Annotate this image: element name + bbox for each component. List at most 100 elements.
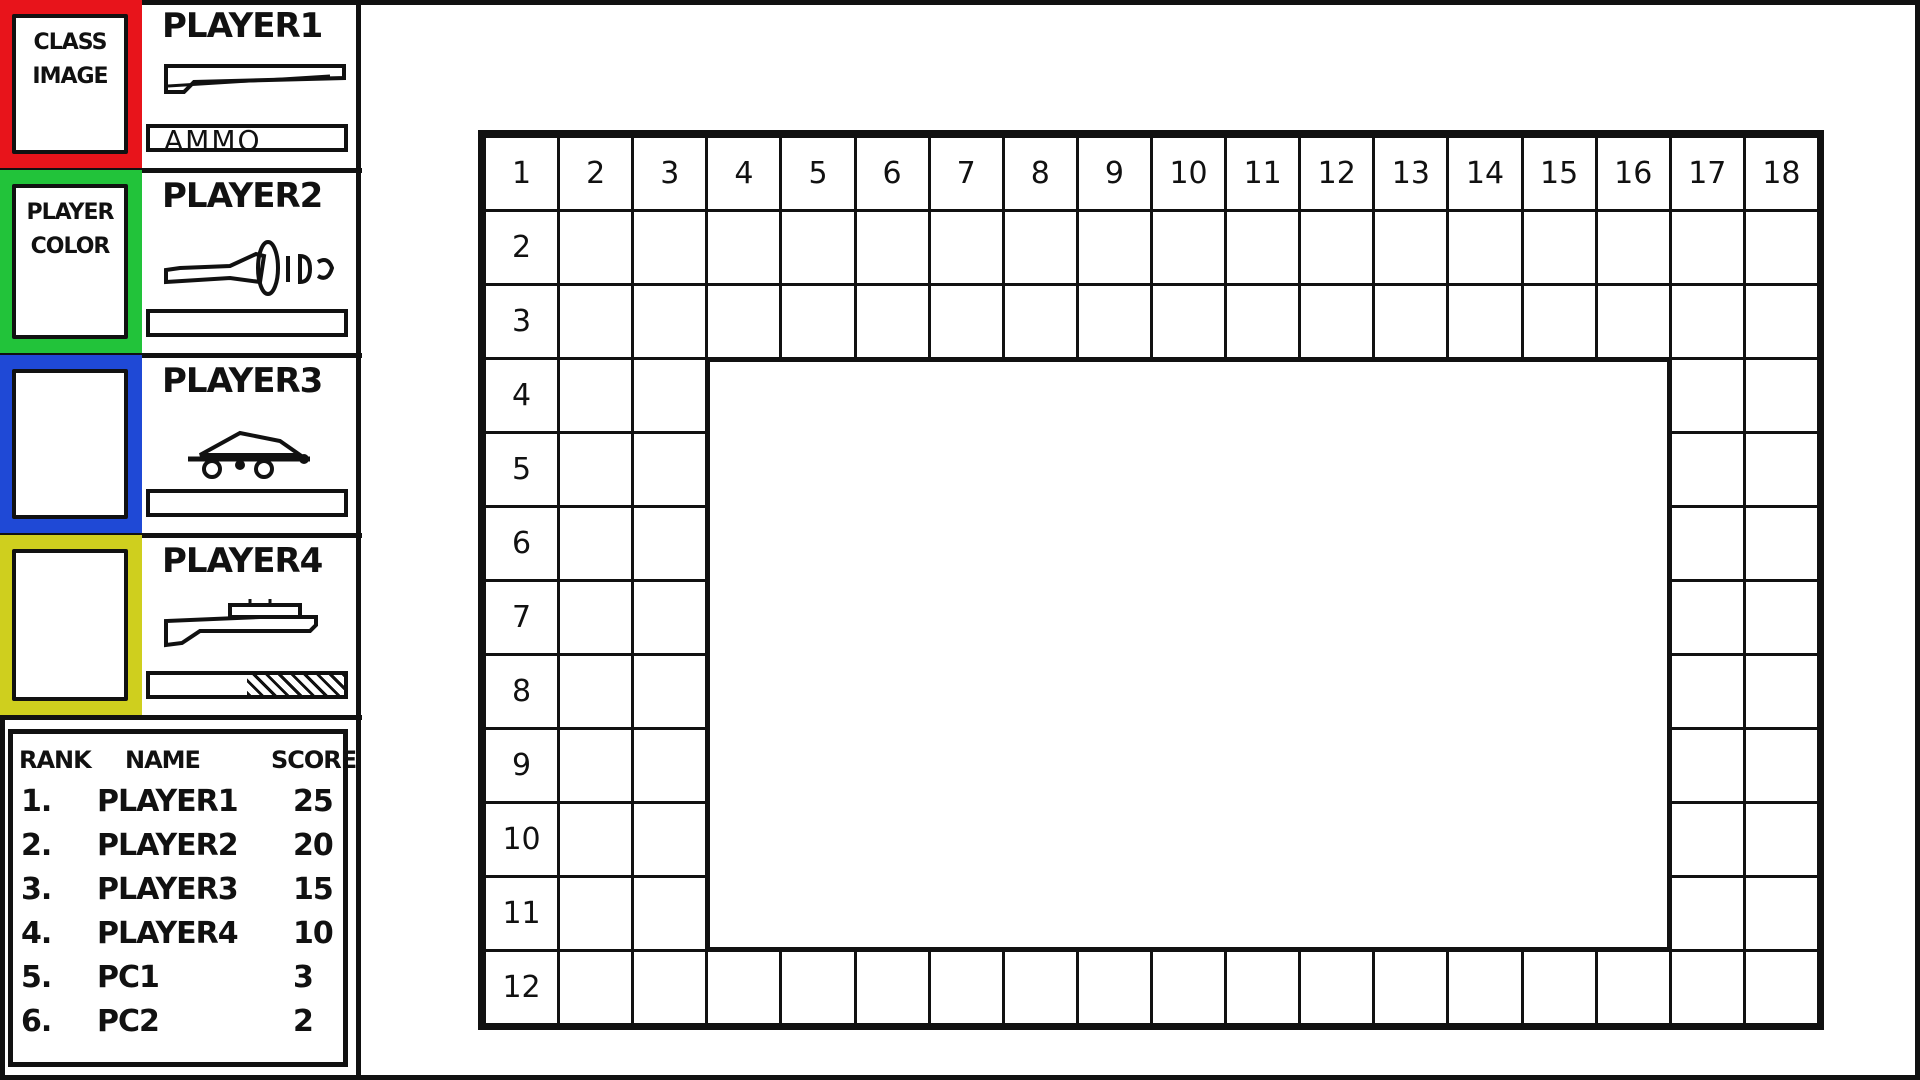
row-label-5[interactable]: 5 bbox=[484, 432, 560, 507]
board-cell[interactable] bbox=[1225, 284, 1301, 359]
row-label-7[interactable]: 7 bbox=[484, 580, 560, 655]
board-cell[interactable] bbox=[1669, 654, 1745, 729]
board-cell[interactable] bbox=[632, 802, 708, 877]
board-cell[interactable] bbox=[1669, 210, 1745, 285]
board-cell[interactable] bbox=[558, 506, 634, 581]
board-cell[interactable] bbox=[1743, 876, 1819, 951]
column-label-3[interactable]: 3 bbox=[632, 136, 708, 211]
board-cell[interactable] bbox=[1076, 284, 1152, 359]
board-cell[interactable] bbox=[1076, 950, 1152, 1025]
board-cell[interactable] bbox=[558, 284, 634, 359]
board-cell[interactable] bbox=[558, 728, 634, 803]
board-cell[interactable] bbox=[632, 876, 708, 951]
board-cell[interactable] bbox=[928, 210, 1004, 285]
board-cell[interactable] bbox=[1521, 210, 1597, 285]
column-label-5[interactable]: 5 bbox=[780, 136, 856, 211]
board-cell[interactable] bbox=[706, 284, 782, 359]
column-label-8[interactable]: 8 bbox=[1002, 136, 1078, 211]
board-cell[interactable] bbox=[1151, 950, 1227, 1025]
board-cell[interactable] bbox=[558, 802, 634, 877]
column-label-18[interactable]: 18 bbox=[1743, 136, 1819, 211]
board-cell[interactable] bbox=[1595, 950, 1671, 1025]
board-cell[interactable] bbox=[632, 950, 708, 1025]
row-label-3[interactable]: 3 bbox=[484, 284, 560, 359]
board-cell[interactable] bbox=[632, 284, 708, 359]
board-cell[interactable] bbox=[1447, 284, 1523, 359]
board-cell[interactable] bbox=[1595, 284, 1671, 359]
board-cell[interactable] bbox=[1002, 210, 1078, 285]
board-cell[interactable] bbox=[1595, 210, 1671, 285]
row-label-6[interactable]: 6 bbox=[484, 506, 560, 581]
board-cell[interactable] bbox=[780, 284, 856, 359]
board-cell[interactable] bbox=[1076, 210, 1152, 285]
board-cell[interactable] bbox=[1669, 802, 1745, 877]
row-label-4[interactable]: 4 bbox=[484, 358, 560, 433]
column-label-1[interactable]: 1 bbox=[484, 136, 560, 211]
column-label-2[interactable]: 2 bbox=[558, 136, 634, 211]
board-cell[interactable] bbox=[1373, 210, 1449, 285]
column-label-9[interactable]: 9 bbox=[1076, 136, 1152, 211]
board-cell[interactable] bbox=[1151, 284, 1227, 359]
column-label-14[interactable]: 14 bbox=[1447, 136, 1523, 211]
board-cell[interactable] bbox=[1669, 580, 1745, 655]
column-label-12[interactable]: 12 bbox=[1299, 136, 1375, 211]
board-cell[interactable] bbox=[1669, 358, 1745, 433]
board-cell[interactable] bbox=[854, 950, 930, 1025]
board-cell[interactable] bbox=[1669, 284, 1745, 359]
board-cell[interactable] bbox=[1225, 210, 1301, 285]
board-cell[interactable] bbox=[1002, 284, 1078, 359]
board-cell[interactable] bbox=[558, 210, 634, 285]
column-label-4[interactable]: 4 bbox=[706, 136, 782, 211]
board-cell[interactable] bbox=[928, 950, 1004, 1025]
column-label-17[interactable]: 17 bbox=[1669, 136, 1745, 211]
column-label-10[interactable]: 10 bbox=[1151, 136, 1227, 211]
column-label-13[interactable]: 13 bbox=[1373, 136, 1449, 211]
board-cell[interactable] bbox=[780, 950, 856, 1025]
board-cell[interactable] bbox=[1299, 950, 1375, 1025]
column-label-6[interactable]: 6 bbox=[854, 136, 930, 211]
board-cell[interactable] bbox=[632, 728, 708, 803]
board-cell[interactable] bbox=[1521, 950, 1597, 1025]
board-cell[interactable] bbox=[1225, 950, 1301, 1025]
board-cell[interactable] bbox=[1743, 654, 1819, 729]
board-cell[interactable] bbox=[1447, 210, 1523, 285]
board-cell[interactable] bbox=[632, 210, 708, 285]
board-cell[interactable] bbox=[1151, 210, 1227, 285]
board-cell[interactable] bbox=[1669, 432, 1745, 507]
board-cell[interactable] bbox=[1669, 506, 1745, 581]
board-cell[interactable] bbox=[558, 876, 634, 951]
board-cell[interactable] bbox=[1299, 210, 1375, 285]
board-cell[interactable] bbox=[1002, 950, 1078, 1025]
column-label-15[interactable]: 15 bbox=[1521, 136, 1597, 211]
board-cell[interactable] bbox=[854, 210, 930, 285]
board-cell[interactable] bbox=[1743, 358, 1819, 433]
board-cell[interactable] bbox=[1669, 950, 1745, 1025]
row-label-10[interactable]: 10 bbox=[484, 802, 560, 877]
board-cell[interactable] bbox=[632, 654, 708, 729]
board-cell[interactable] bbox=[632, 358, 708, 433]
row-label-11[interactable]: 11 bbox=[484, 876, 560, 951]
board-cell[interactable] bbox=[706, 950, 782, 1025]
board-cell[interactable] bbox=[1521, 284, 1597, 359]
board-cell[interactable] bbox=[1447, 950, 1523, 1025]
board-cell[interactable] bbox=[1743, 728, 1819, 803]
board-cell[interactable] bbox=[1743, 284, 1819, 359]
board-cell[interactable] bbox=[558, 654, 634, 729]
board-cell[interactable] bbox=[558, 358, 634, 433]
row-label-12[interactable]: 12 bbox=[484, 950, 560, 1025]
board-cell[interactable] bbox=[558, 580, 634, 655]
board-cell[interactable] bbox=[1373, 284, 1449, 359]
column-label-16[interactable]: 16 bbox=[1595, 136, 1671, 211]
board-cell[interactable] bbox=[1669, 728, 1745, 803]
board-cell[interactable] bbox=[632, 432, 708, 507]
board-cell[interactable] bbox=[1373, 950, 1449, 1025]
board-cell[interactable] bbox=[928, 284, 1004, 359]
board-cell[interactable] bbox=[1743, 432, 1819, 507]
board-cell[interactable] bbox=[1743, 210, 1819, 285]
board-cell[interactable] bbox=[632, 580, 708, 655]
board-cell[interactable] bbox=[1743, 950, 1819, 1025]
board-cell[interactable] bbox=[1299, 284, 1375, 359]
column-label-7[interactable]: 7 bbox=[928, 136, 1004, 211]
board-cell[interactable] bbox=[1743, 802, 1819, 877]
row-label-8[interactable]: 8 bbox=[484, 654, 560, 729]
